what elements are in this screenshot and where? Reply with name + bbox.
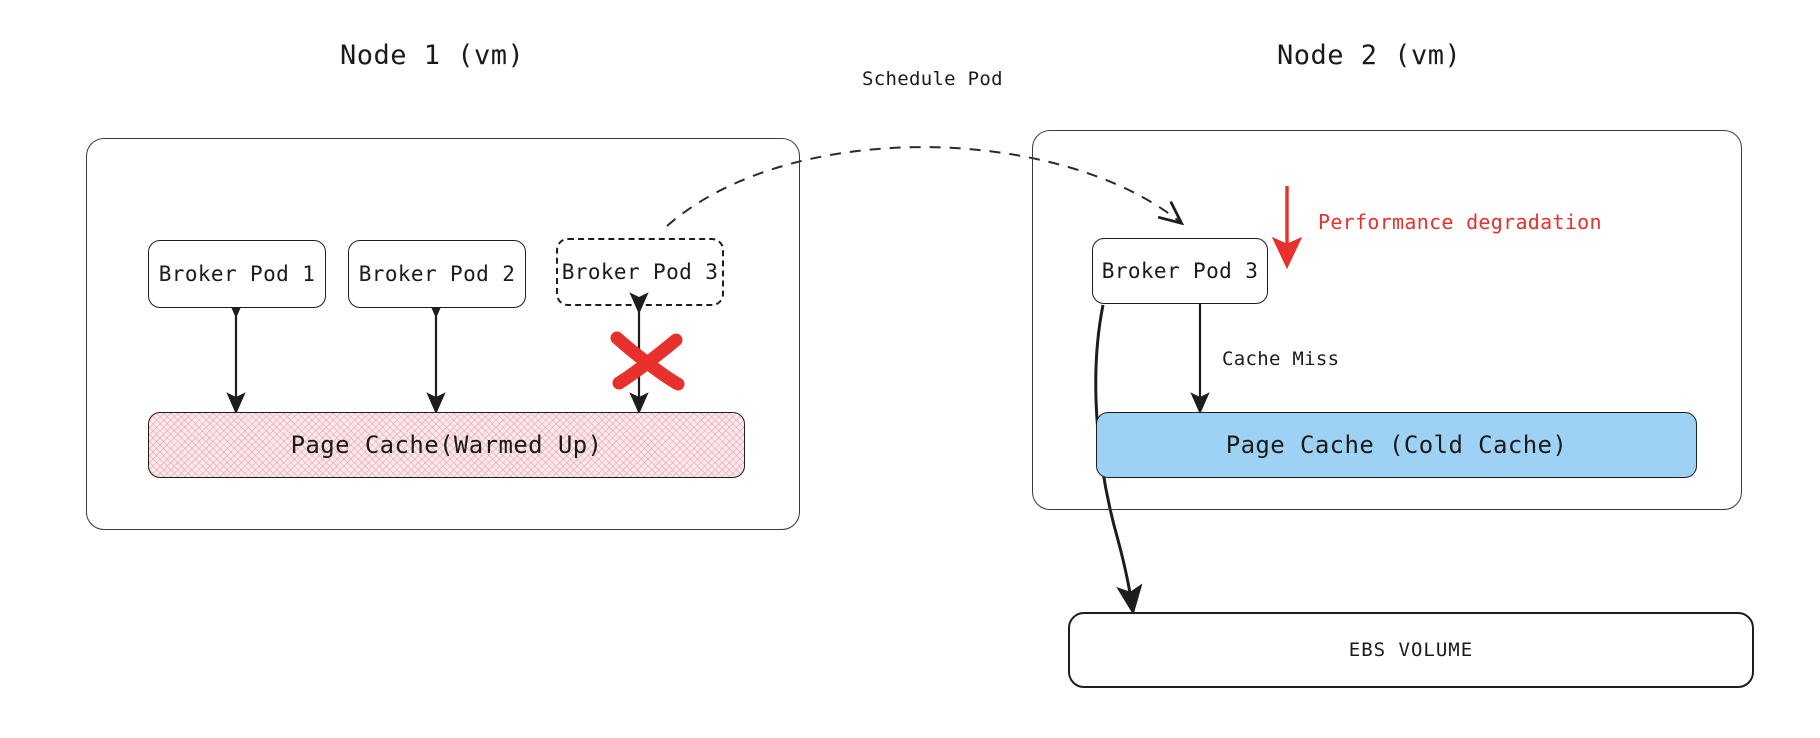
node1-title: Node 1 (vm) xyxy=(340,40,525,71)
node1-pod-3-evicted[interactable]: Broker Pod 3 xyxy=(556,238,724,306)
node1-container xyxy=(86,138,800,530)
node2-container xyxy=(1032,130,1742,510)
label-schedule-pod: Schedule Pod xyxy=(862,68,1003,90)
node2-page-cache-cold: Page Cache (Cold Cache) xyxy=(1096,412,1697,478)
node1-pod-2[interactable]: Broker Pod 2 xyxy=(348,240,526,308)
label-cache-miss: Cache Miss xyxy=(1222,348,1340,370)
ebs-volume-box[interactable]: EBS VOLUME xyxy=(1068,612,1754,688)
label-performance-degradation: Performance degradation xyxy=(1318,210,1602,234)
node1-pod-1[interactable]: Broker Pod 1 xyxy=(148,240,326,308)
node1-page-cache-warm: Page Cache(Warmed Up) xyxy=(148,412,745,478)
node2-title: Node 2 (vm) xyxy=(1277,40,1462,71)
node2-pod-3[interactable]: Broker Pod 3 xyxy=(1092,238,1268,304)
